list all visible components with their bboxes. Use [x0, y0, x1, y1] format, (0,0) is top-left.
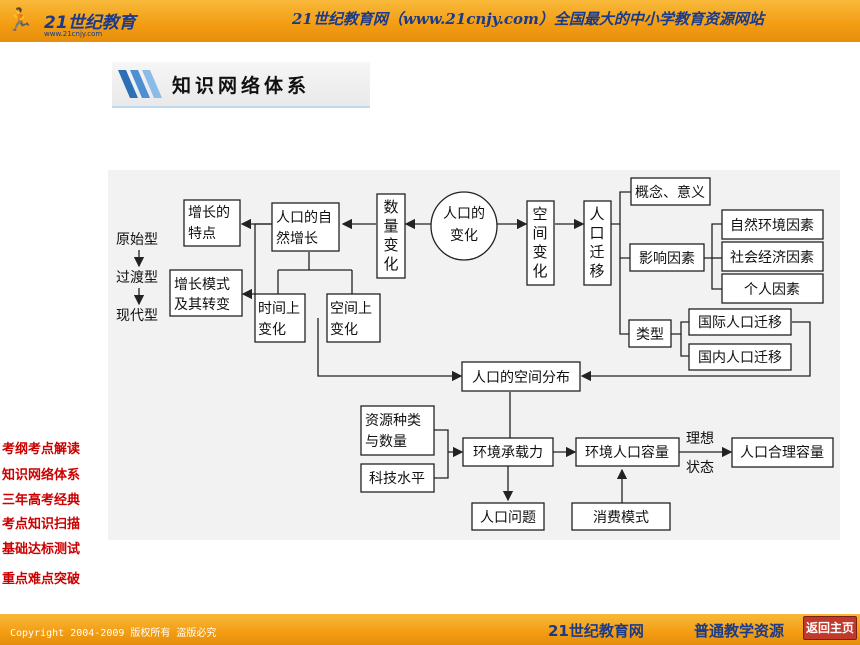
header-bar: 🏃 21世纪教育 www.21cnjy.com 21世纪教育网（www.21cn…	[0, 0, 860, 42]
site-logo[interactable]: 🏃 21世纪教育 www.21cnjy.com	[4, 2, 154, 40]
section-title-band: 知识网络体系	[112, 62, 370, 108]
factors-node: 影响因素	[639, 251, 695, 267]
svg-text:口: 口	[589, 224, 604, 242]
space-change-line2: 变化	[330, 322, 358, 338]
center-node: 人口的	[443, 206, 485, 222]
growth-features-line2: 特点	[188, 226, 216, 242]
knowledge-diagram: 人口的 变化 数 量 变 化 空 间 变 化 人 口 迁 移 人口的自 然增长 …	[108, 170, 840, 540]
center-node-line2: 变化	[450, 228, 478, 244]
factor-personal: 个人因素	[744, 282, 800, 298]
concept-node: 概念、意义	[635, 184, 705, 201]
factor-socioeconomic: 社会经济因素	[730, 250, 814, 266]
space-change-node: 空间上	[330, 301, 372, 317]
logo-text: 21世纪教育	[44, 13, 136, 33]
page-title: 知识网络体系	[172, 75, 311, 97]
nav-basic-test[interactable]: 基础达标测试	[2, 542, 81, 557]
nav-knowledge-scan[interactable]: 考点知识扫描	[2, 517, 81, 532]
svg-text:变: 变	[532, 243, 547, 261]
type-international: 国际人口迁移	[698, 315, 782, 331]
nav-three-year-classic[interactable]: 三年高考经典	[2, 493, 81, 508]
natural-growth-line2: 然增长	[276, 230, 318, 247]
runner-icon: 🏃	[6, 8, 34, 33]
svg-text:迁: 迁	[589, 243, 604, 261]
type-domestic: 国内人口迁移	[698, 350, 782, 366]
growth-features-node: 增长的	[188, 205, 230, 221]
nav-knowledge-network[interactable]: 知识网络体系	[2, 468, 81, 483]
svg-text:量: 量	[383, 217, 398, 235]
ideal-label-line2: 状态	[686, 460, 714, 476]
migration-node: 人	[589, 205, 604, 223]
resources-node: 资源种类	[365, 413, 421, 429]
distribution-node: 人口的空间分布	[472, 370, 570, 386]
nav-key-difficulties[interactable]: 重点难点突破	[2, 572, 81, 587]
consumption-node: 消费模式	[593, 510, 649, 526]
mode-type-transition: 过渡型	[116, 270, 158, 286]
capacity-node: 环境承载力	[473, 445, 543, 461]
header-slogan: 21世纪教育网（www.21cnjy.com）全国最大的中小学教育资源网站	[292, 10, 764, 28]
tech-node: 科技水平	[369, 471, 425, 487]
resources-line2: 与数量	[365, 434, 407, 450]
natural-growth-node: 人口的自	[276, 210, 332, 226]
svg-text:移: 移	[589, 262, 604, 280]
footer-bar: Copyright 2004-2009 版权所有 盗版必究 21世纪教育网 普通…	[0, 614, 860, 645]
env-pop-capacity-node: 环境人口容量	[585, 444, 669, 461]
time-change-node: 时间上	[258, 301, 300, 317]
copyright-text: Copyright 2004-2009 版权所有 盗版必究	[10, 628, 217, 639]
back-home-button[interactable]: 返回主页	[803, 616, 857, 640]
footer-site-name[interactable]: 21世纪教育网	[548, 622, 644, 640]
logo-url: www.21cnjy.com	[44, 30, 103, 38]
svg-text:化: 化	[383, 255, 398, 273]
time-change-line2: 变化	[258, 322, 286, 338]
quantity-node: 数	[383, 198, 398, 216]
factor-natural: 自然环境因素	[730, 217, 814, 234]
space-node: 空	[532, 205, 547, 223]
svg-text:化: 化	[532, 262, 547, 280]
svg-text:变: 变	[383, 236, 398, 254]
types-node: 类型	[636, 327, 664, 343]
svg-text:间: 间	[532, 224, 547, 242]
mode-type-modern: 现代型	[116, 308, 158, 324]
nav-exam-outline[interactable]: 考纲考点解读	[2, 442, 81, 457]
stripes-icon	[118, 70, 162, 98]
footer-sub-name[interactable]: 普通教学资源	[694, 622, 785, 640]
growth-mode-node: 增长模式	[174, 277, 230, 293]
mode-type-primitive: 原始型	[116, 232, 158, 248]
reasonable-capacity-node: 人口合理容量	[740, 444, 824, 461]
ideal-label: 理想	[686, 431, 714, 447]
problem-node: 人口问题	[480, 510, 536, 526]
growth-mode-line2: 及其转变	[174, 297, 230, 313]
